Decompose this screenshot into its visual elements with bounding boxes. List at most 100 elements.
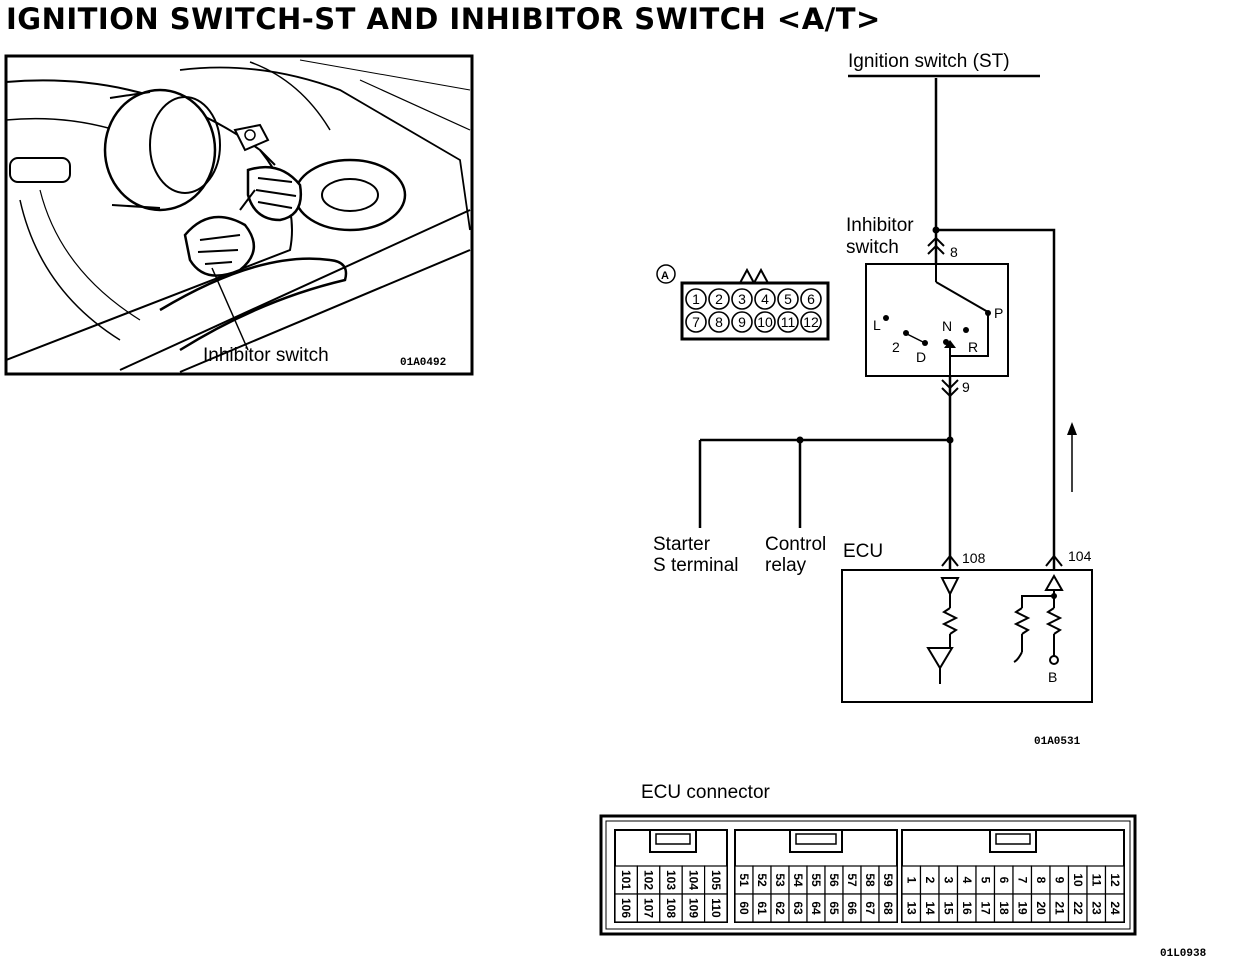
ecu-pin-label: 102 [642, 870, 656, 890]
ecu-pin-label: 54 [791, 873, 805, 887]
component-photo: Inhibitor switch 01A0492 [4, 54, 474, 376]
connector-a-pin [708, 311, 730, 333]
ecu-pin-label: 19 [1015, 901, 1029, 915]
relay-label-2: relay [765, 555, 807, 576]
pin-108: 108 [962, 550, 986, 566]
ecu-pin-label: 24 [1108, 901, 1122, 915]
position-2: 2 [892, 339, 900, 355]
inhibitor-switch-label-2: switch [846, 237, 899, 258]
ecu-pin-label: 16 [960, 901, 974, 915]
ecu-pin-label: 58 [863, 873, 877, 887]
connector-a-pin [754, 288, 776, 310]
ecu-pin-cell [878, 893, 898, 923]
ecu-pin-label: 1 [904, 877, 918, 884]
ecu-pin-label: 20 [1034, 901, 1048, 915]
ecu-pin-label: 21 [1052, 901, 1066, 915]
ecu-pin-label: 7 [1015, 877, 1029, 884]
ecu-pin-cell [1104, 893, 1125, 923]
ecu-pin-label: 12 [1108, 873, 1122, 887]
inhibitor-switch-drawing [183, 123, 303, 277]
ecu-pin-label: 51 [737, 873, 751, 887]
ecu-pin-label: 104 [686, 870, 700, 890]
terminal-8: 8 [950, 244, 958, 260]
pin-104: 104 [1068, 548, 1092, 564]
connector-a-pin-label: 9 [738, 314, 746, 330]
connector-a-pin-label: 5 [784, 291, 792, 307]
inhibitor-switch-label-1: Inhibitor [846, 215, 914, 236]
ecu-pin-label: 60 [737, 901, 751, 915]
connector-a-pin [708, 288, 730, 310]
connector-a-pin [754, 311, 776, 333]
connector-a-pin [685, 288, 707, 310]
photo-code: 01A0492 [400, 357, 446, 369]
ignition-switch-label: Ignition switch (ST) [848, 51, 1010, 72]
ecu-pin-label: 64 [809, 901, 823, 915]
ecu-pin-label: 18 [997, 901, 1011, 915]
ecu-pin-label: 57 [845, 873, 859, 887]
connector-a-pin-label: 1 [692, 291, 700, 307]
position-n: N [942, 318, 952, 334]
connector-a-pin-label: 11 [781, 314, 796, 330]
ecu-pin-label: 66 [845, 901, 859, 915]
wiring-schematic: Ignition switch (ST) Inhibitor switch 8 [653, 51, 1093, 748]
battery-label: B [1048, 669, 1057, 685]
switch-contact [935, 281, 989, 313]
ecu-pin-label: 59 [881, 873, 895, 887]
position-d: D [916, 349, 926, 365]
connector-a-pin [731, 311, 753, 333]
ecu-pin-label: 108 [664, 898, 678, 918]
ecu-connector-label: ECU connector [641, 782, 771, 803]
connector-a-pin [800, 311, 822, 333]
ecu-pin-label: 9 [1052, 877, 1066, 884]
connector-a-pin-label: 6 [807, 291, 815, 307]
ecu-resistor-108 [941, 607, 959, 635]
ecu-pin-label: 8 [1034, 877, 1048, 884]
connector-a-marker-circle [656, 264, 676, 284]
ecu-pin-label: 15 [941, 901, 955, 915]
ecu-pin-label: 6 [997, 877, 1011, 884]
connector-a-pin-label: 12 [803, 314, 819, 330]
ecu-pin-cell [703, 893, 728, 923]
starter-label-2: S terminal [653, 555, 739, 576]
connector-a-marker: A [661, 270, 669, 282]
connector-a-pin [777, 311, 799, 333]
ecu-pin-label: 109 [686, 898, 700, 918]
ecu-box [841, 569, 1093, 703]
ecu-pin-label: 22 [1071, 901, 1085, 915]
connector-a-pin [685, 311, 707, 333]
inhibitor-switch-callout: Inhibitor switch [203, 345, 329, 366]
ecu-pin-label: 55 [809, 873, 823, 887]
ecu-pin-label: 52 [755, 873, 769, 887]
starter-label-1: Starter [653, 534, 711, 555]
connector-a-pin [800, 288, 822, 310]
ecu-pin-label: 107 [642, 898, 656, 918]
ecu-pin-label: 110 [709, 898, 723, 918]
connector-a-pin-label: 2 [715, 291, 723, 307]
connector-a-pin [777, 288, 799, 310]
ecu-pin-label: 3 [941, 877, 955, 884]
relay-label-1: Control [765, 534, 826, 555]
ecu-pin-label: 2 [923, 877, 937, 884]
ecu-pin-label: 10 [1071, 873, 1085, 887]
ecu-pin-label: 62 [773, 901, 787, 915]
wire-to-pin-104 [936, 228, 1056, 556]
connector-a-pin [731, 288, 753, 310]
ecu-input-resistor [1013, 607, 1031, 635]
ecu-pin-label: 65 [827, 901, 841, 915]
connector-a-pin-label: 4 [761, 291, 769, 307]
connector-a-pin-label: 3 [738, 291, 746, 307]
position-l: L [873, 317, 881, 333]
ecu-pin-label: 17 [978, 901, 992, 915]
ecu-connector-code: 01L0938 [1160, 948, 1207, 960]
ecu-pin-label: 13 [904, 901, 918, 915]
position-p: P [994, 305, 1003, 321]
ecu-pin-label: 14 [923, 901, 937, 915]
connector-a-pin-label: 7 [692, 314, 700, 330]
ecu-pin-label: 5 [978, 877, 992, 884]
ecu-pin-label: 63 [791, 901, 805, 915]
ecu-pin-label: 11 [1089, 874, 1103, 887]
terminal-9: 9 [962, 379, 970, 395]
